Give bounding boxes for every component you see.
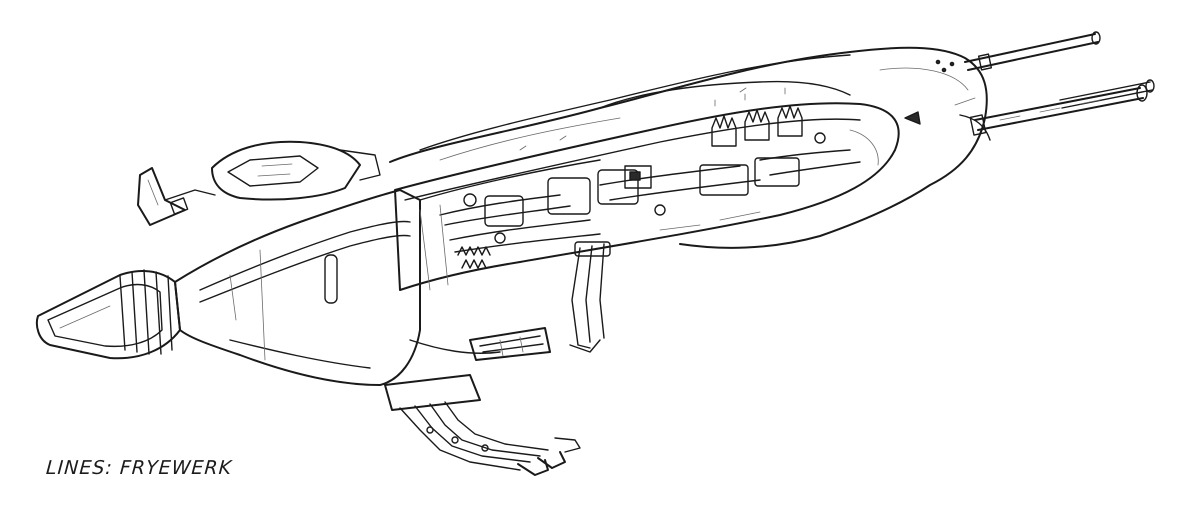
front-landing-gear xyxy=(384,374,581,476)
cockpit-canopy xyxy=(211,140,381,201)
panel-lines xyxy=(229,87,786,321)
tail-fin xyxy=(137,167,216,226)
upper-hull xyxy=(389,46,991,249)
rear-landing-gear xyxy=(569,241,611,353)
rear-nose-cone xyxy=(35,269,181,360)
cutaway-interior xyxy=(394,102,900,291)
lower-intake xyxy=(469,327,551,361)
artist-credit: LINES: FRYEWERK xyxy=(45,457,233,479)
main-fuselage xyxy=(174,159,601,386)
twin-cannons xyxy=(964,31,1155,136)
